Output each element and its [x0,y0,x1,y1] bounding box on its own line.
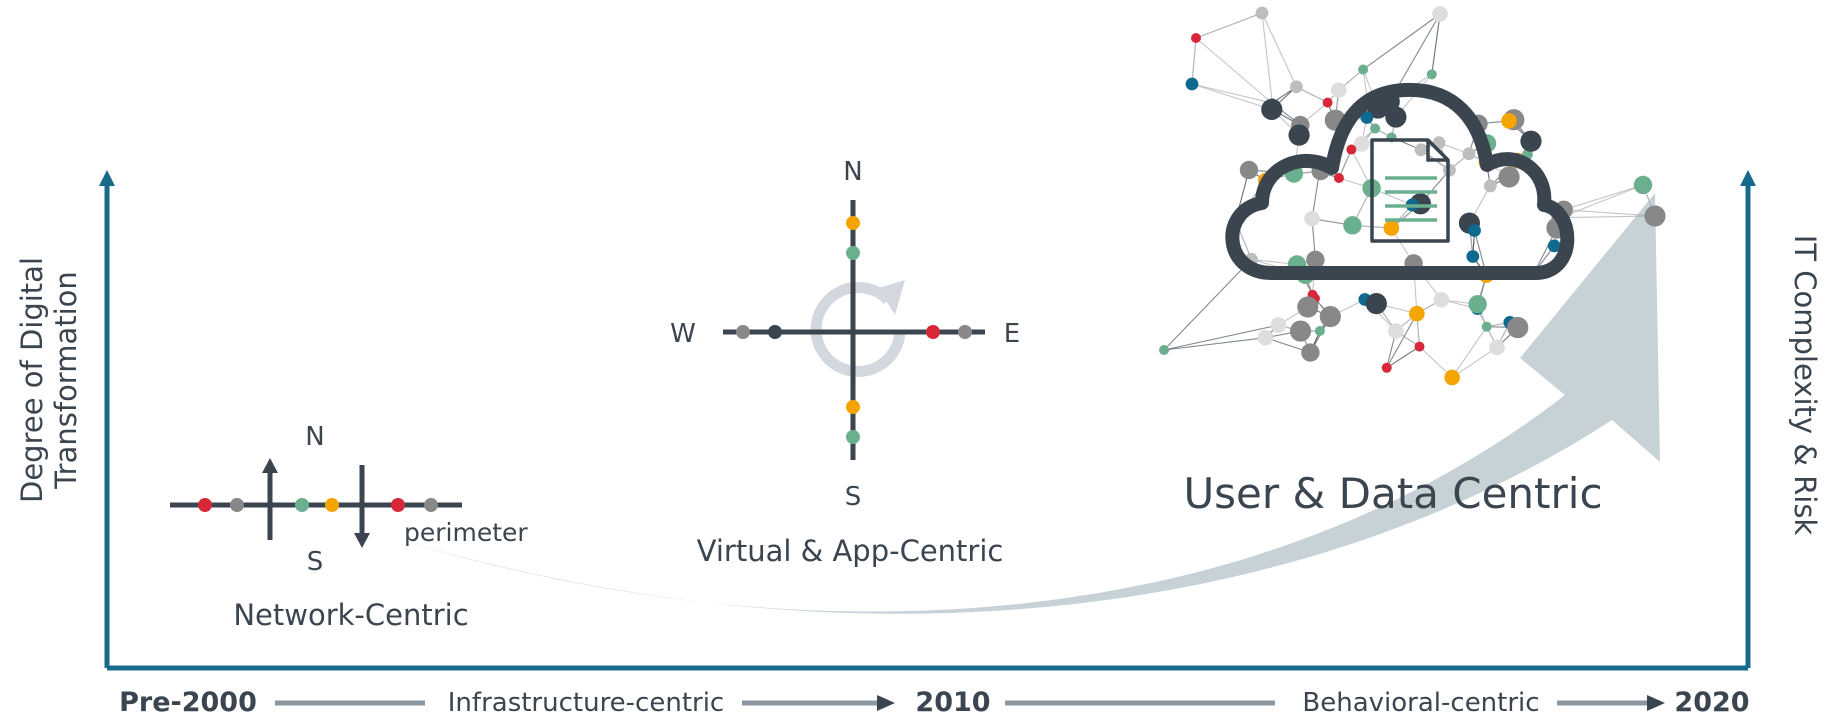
network-link [1563,209,1656,217]
compass-north-label-2: N [843,157,862,187]
network-node [1433,291,1450,308]
network-node [1314,325,1325,336]
compass-west-label: W [670,319,696,349]
network-node [1370,123,1381,134]
network-node [1547,239,1561,253]
timeline-phase-2: Behavioral-centric [1302,688,1539,716]
left-axis-label-2: Transformation [49,271,83,490]
left-axis-label: Degree of Digital [15,257,49,503]
network-node [1330,82,1347,99]
compass-north-label: N [305,422,324,452]
network-link [1431,13,1441,75]
network-link [1163,258,1252,351]
network-node [1322,97,1333,108]
network-node [1498,166,1520,188]
network-node [1462,147,1476,161]
network-node [1432,6,1448,22]
network-node [1301,343,1320,362]
era-label-network-centric: Network-Centric [233,598,468,632]
network-node [1633,175,1653,195]
cloud-icon [1225,82,1575,280]
network-node [1489,339,1505,356]
network-link [1386,313,1418,369]
network-node [1385,106,1407,128]
network-node [1414,143,1428,157]
network-node [1255,6,1269,20]
network-node [1306,250,1325,270]
virtual-app-centric-compass [723,200,985,460]
network-node [1444,369,1460,386]
network-link [1191,37,1197,85]
network-node [1185,77,1199,91]
network-node [1257,329,1274,346]
network-node [1388,323,1404,339]
network-link [1560,215,1656,219]
network-link [1261,12,1273,104]
right-axis-label: IT Complexity & Risk [1788,235,1822,536]
network-link [1560,184,1644,219]
network-centric-compass [170,458,462,548]
network-link [1451,326,1488,378]
network-node [1358,64,1369,75]
network-node [1159,345,1169,355]
timeline-end: 2020 [1674,687,1749,716]
network-node [1481,321,1492,332]
compass-south-label: S [307,547,324,577]
network-node [1365,292,1387,315]
network-node [1483,179,1497,193]
network-link [1362,13,1441,70]
network-link [1451,346,1498,378]
network-node [1466,250,1480,263]
network-node [1239,160,1259,180]
network-node [1289,80,1303,94]
network-node [1270,317,1287,333]
network-node [1319,305,1341,328]
network-node [1346,144,1357,155]
timeline: Pre-2000 Infrastructure-centric 2010 Beh… [119,687,1749,716]
network-node [1501,113,1517,129]
network-node [1333,173,1344,184]
document-icon [1370,138,1450,243]
network-node [1414,341,1425,352]
network-link [1563,184,1644,211]
perimeter-label: perimeter [404,518,528,547]
network-node [1409,305,1425,322]
network-link [1191,83,1273,104]
cycle-arrow-icon [810,280,906,377]
network-node [1191,33,1201,43]
compass-east-label: E [1004,319,1020,349]
era-label-user-data-centric: User & Data Centric [1183,469,1602,518]
network-node [1360,111,1374,124]
network-node [1381,362,1392,373]
timeline-mid: 2010 [915,687,990,716]
network-node [1507,316,1529,339]
network-node [1261,98,1283,121]
network-node [1297,296,1319,318]
network-link [1195,37,1273,104]
network-link [1191,83,1272,110]
network-link [1386,346,1420,369]
network-node [1468,295,1487,314]
network-node [1468,224,1481,237]
network-node [1288,124,1310,146]
network-node [1426,69,1437,80]
network-node [1644,205,1666,227]
network-node [1520,130,1542,152]
network-node [1289,320,1312,342]
era-label-virtual-app-centric: Virtual & App-Centric [697,534,1004,568]
network-link [1261,12,1297,88]
network-link [1338,149,1352,179]
network-link [1195,12,1263,39]
network-node [1353,136,1370,152]
network-node [1383,220,1400,236]
network-node [1304,210,1320,227]
network-link [1163,324,1279,351]
network-node [1343,216,1362,235]
network-link [1163,337,1266,351]
compass-south-label-2: S [845,482,862,512]
timeline-start: Pre-2000 [119,687,257,716]
timeline-phase-1: Infrastructure-centric [448,688,724,716]
axes [99,170,1756,671]
